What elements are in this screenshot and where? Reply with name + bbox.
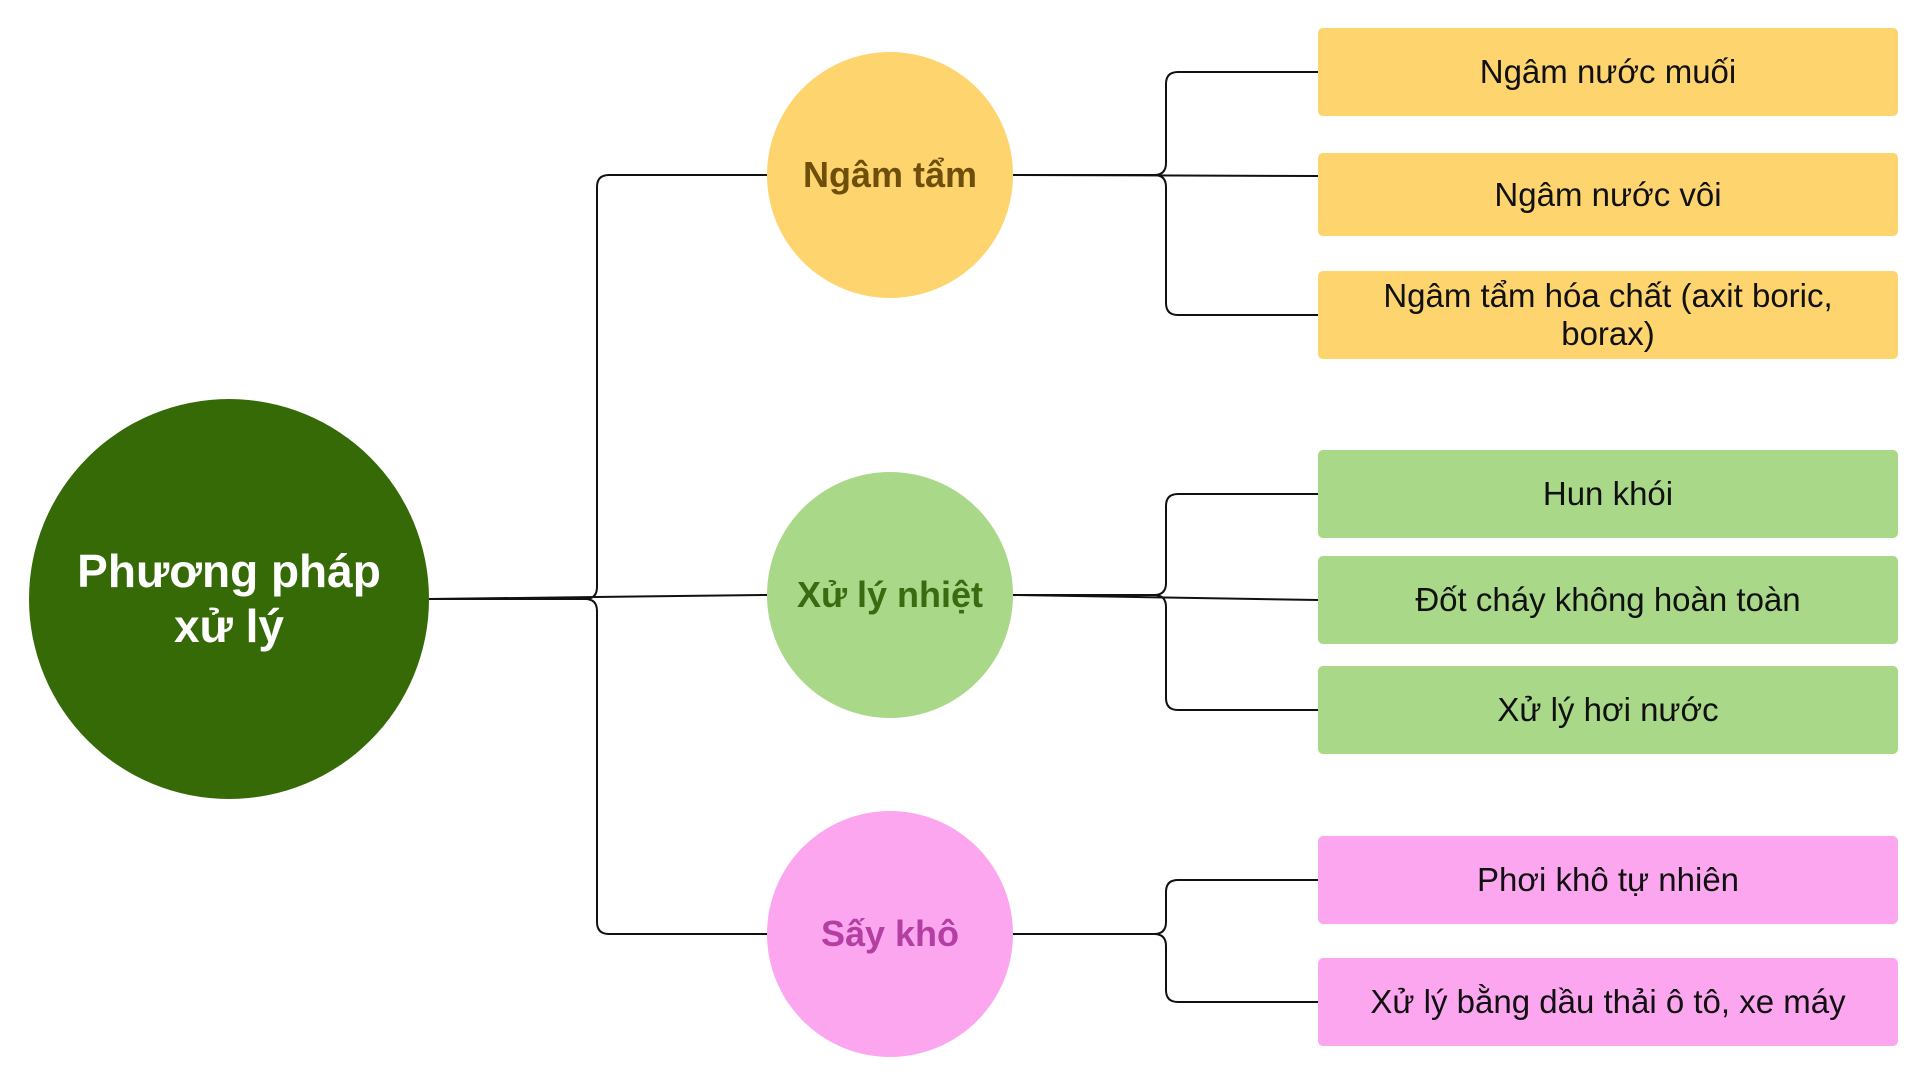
leaf-label: Hun khói	[1542, 475, 1674, 513]
category-label: Sấy khô	[820, 913, 960, 954]
leaf-label: Ngâm nước vôi	[1494, 175, 1722, 213]
category-label: Ngâm tẩm	[802, 154, 978, 195]
root-label: Phương pháp xử lý	[77, 544, 381, 652]
leaf-label: Đốt cháy không hoàn toàn	[1415, 581, 1801, 619]
connector-say-kho-leaf-1	[1013, 879, 1318, 935]
category-node-ngam-tam: Ngâm tẩm	[767, 52, 1013, 298]
leaf-node: Ngâm tẩm hóa chất (axit boric, borax)	[1318, 271, 1898, 359]
connector-ngam-tam-leaf-3	[1013, 174, 1318, 316]
category-label: Xử lý nhiệt	[796, 574, 984, 615]
connector-xu-ly-nhiet-leaf-3	[1013, 594, 1318, 711]
category-node-say-kho: Sấy khô	[767, 811, 1013, 1057]
connector-say-kho-leaf-2	[1013, 933, 1318, 1003]
leaf-label: Xử lý bằng dầu thải ô tô, xe máy	[1370, 983, 1846, 1021]
connector-root-ngam-tam	[429, 174, 767, 600]
leaf-node: Đốt cháy không hoàn toàn	[1318, 556, 1898, 644]
leaf-node: Ngâm nước muối	[1318, 28, 1898, 116]
leaf-node: Hun khói	[1318, 450, 1898, 538]
connector-xu-ly-nhiet-leaf-1	[1013, 493, 1318, 596]
leaf-label: Ngâm nước muối	[1479, 53, 1737, 91]
leaf-label: Xử lý hơi nước	[1497, 691, 1719, 729]
category-node-xu-ly-nhiet: Xử lý nhiệt	[767, 472, 1013, 718]
leaf-node: Xử lý hơi nước	[1318, 666, 1898, 754]
connector-root-say-kho	[429, 598, 767, 935]
leaf-label: Ngâm tẩm hóa chất (axit boric, borax)	[1383, 277, 1833, 352]
leaf-node: Xử lý bằng dầu thải ô tô, xe máy	[1318, 958, 1898, 1046]
leaf-node: Phơi khô tự nhiên	[1318, 836, 1898, 924]
connector-ngam-tam-leaf-1	[1013, 71, 1318, 176]
leaf-label: Phơi khô tự nhiên	[1476, 861, 1740, 899]
root-node: Phương pháp xử lý	[29, 399, 429, 799]
leaf-node: Ngâm nước vôi	[1318, 153, 1898, 236]
